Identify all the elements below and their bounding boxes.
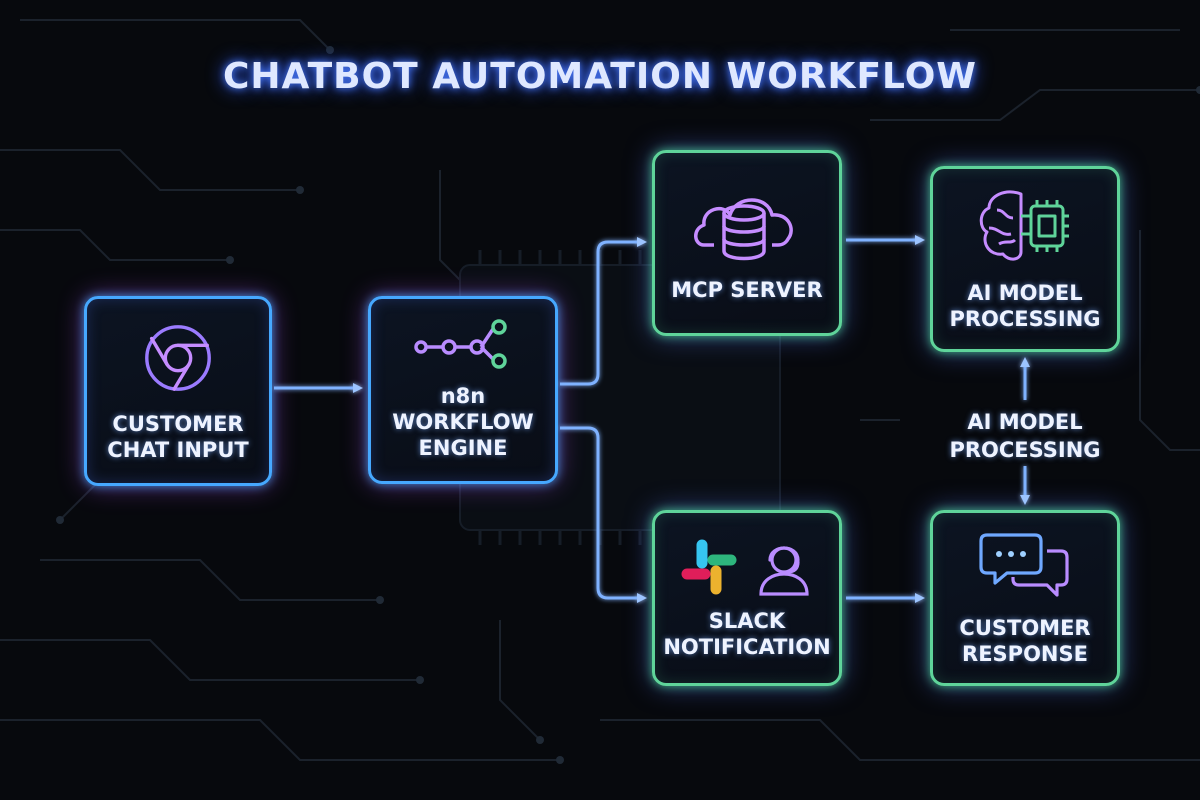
connector-label: AI MODEL PROCESSING	[949, 410, 1101, 462]
node-ai-model-processing[interactable]: AI MODEL PROCESSING	[930, 166, 1120, 352]
brain-chip-icon	[979, 190, 1069, 261]
chat-bubbles-icon	[979, 533, 1069, 597]
node-mcp-server[interactable]: MCP SERVER	[652, 150, 842, 336]
node-label: SLACK NOTIFICATION	[663, 609, 831, 659]
node-customer-response[interactable]: CUSTOMER RESPONSE	[930, 510, 1120, 686]
node-label: CUSTOMER CHAT INPUT	[107, 412, 249, 462]
node-workflow-engine[interactable]: n8n WORKFLOW ENGINE	[368, 296, 558, 484]
node-label: MCP SERVER	[671, 278, 823, 302]
chrome-browser-icon	[145, 325, 211, 391]
node-label: AI MODEL PROCESSING	[949, 281, 1101, 331]
support-agent-icon	[759, 546, 809, 596]
node-label: n8n WORKFLOW ENGINE	[392, 384, 534, 460]
diagram-title: CHATBOT AUTOMATION WORKFLOW	[222, 56, 978, 97]
slack-logo-icon	[681, 539, 737, 595]
node-customer-chat-input[interactable]: CUSTOMER CHAT INPUT	[84, 296, 272, 486]
node-slack-notification[interactable]: SLACK NOTIFICATION	[652, 510, 842, 686]
workflow-nodes-icon	[414, 319, 507, 369]
cloud-database-icon	[694, 198, 793, 261]
node-label: CUSTOMER RESPONSE	[959, 616, 1091, 666]
